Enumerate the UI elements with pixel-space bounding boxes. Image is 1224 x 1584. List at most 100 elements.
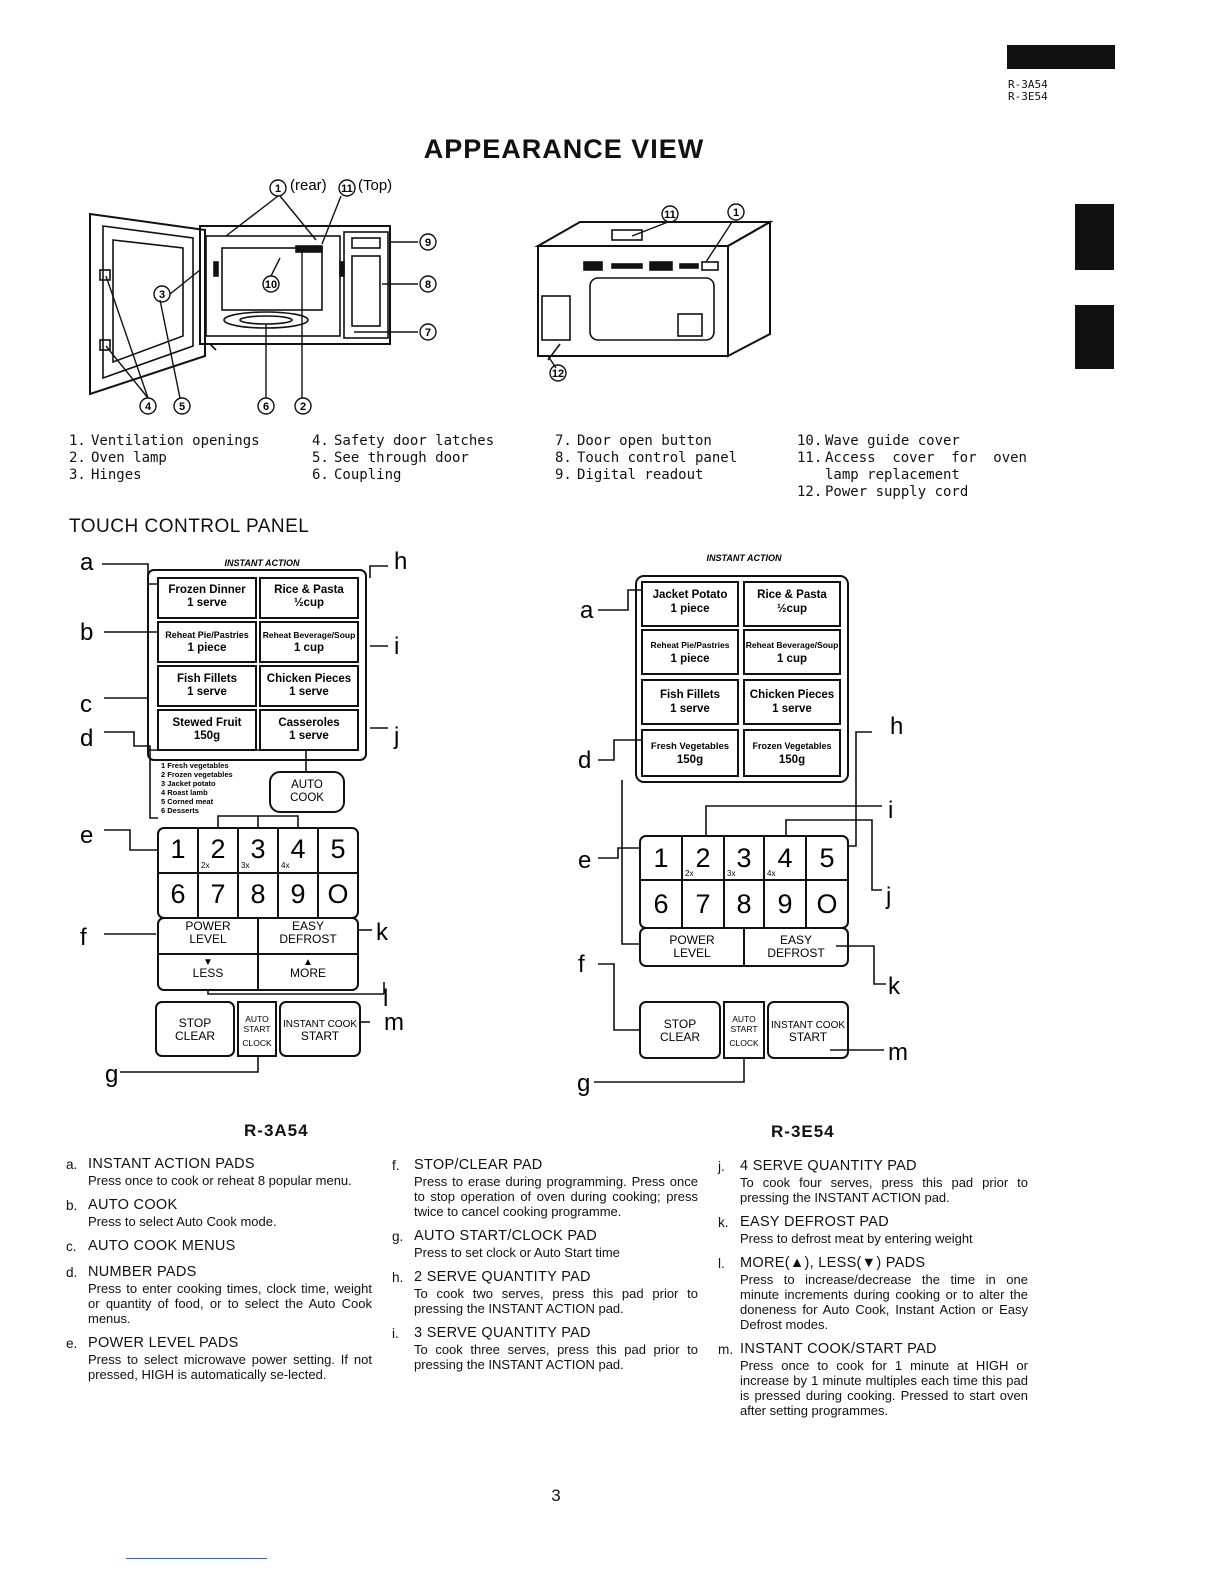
diagram-label: Reheat Beverage/Soup [746,640,839,650]
legend-item: 10.Wave guide cover [797,433,960,449]
diagram-label: POWER [185,919,231,933]
instant-cook-start-pad-right [767,1001,849,1059]
diagram-label: AUTO [245,1014,269,1024]
diagram-label: 4x [767,869,775,878]
callout-7: 7 [419,323,437,341]
diagram-label: 150g [194,730,220,742]
callout-12: 12 [549,364,567,382]
diagram-label: Frozen Dinner [168,584,246,596]
diagram-label: g [577,1070,590,1097]
diagram-label: LESS [193,966,224,980]
diagram-label: f [80,924,87,951]
diagram-label: 1 serve [772,703,812,715]
diagram-label: Fish Fillets [177,673,237,685]
diagram-label: m [888,1039,908,1066]
model-code: R-3A54 [1008,78,1048,91]
right-food-pads [641,581,841,777]
diagram-label: f [578,951,585,978]
diagram-label: 1 [733,207,739,219]
diagram-label: a [80,549,94,576]
legend-col-1: 1.Ventilation openings 2.Oven lamp 3.Hin… [69,433,299,484]
diagram-label: AUTO [291,779,323,791]
legend-item: 9.Digital readout [555,467,704,483]
diagram-label: 1 serve [187,686,227,698]
diagram-label: d [578,747,591,774]
right-leader-lines [594,589,886,1083]
right-multipliers: 2x 3x 4x [685,869,775,878]
diagram-label: 6 [263,401,269,413]
diagram-label: e [578,847,591,874]
diagram-label: Reheat Pie/Pastries [651,640,730,650]
diagram-label: EASY [780,933,812,947]
diagram-label: 2 [300,401,306,413]
callout-1-rear-view: 1 [727,203,745,221]
diagram-label: 1 serve [289,686,329,698]
diagram-label: 5 Corned meat [161,797,214,806]
diagram-label: 8 [250,879,265,909]
diagram-label: h [890,713,903,740]
diagram-label: 8 [425,279,431,291]
diagram-label: j [885,883,891,910]
diagram-label: START [789,1030,828,1044]
legend-item: 2.Oven lamp [69,450,167,466]
diagram-label: 7 [210,879,225,909]
diagram-label: DEFROST [767,946,825,960]
front-oven-leaders [105,195,418,399]
diagram-label: STOP [179,1016,211,1030]
diagram-label: 5 [330,834,345,864]
legend-item: 6.Coupling [312,467,402,483]
less-arrow-icon: ▼ [203,957,213,968]
diagram-label: Fish Fillets [660,689,720,701]
legend-col-3: 7.Door open button 8.Touch control panel… [555,433,785,484]
diagram-label: 5 [179,401,185,413]
diagram-label: c [80,691,92,718]
diagram-label: Chicken Pieces [267,673,351,685]
diagram-label: INSTANT ACTION [707,553,782,563]
diagram-label: POWER [669,933,715,947]
diagram-label: i [888,797,893,824]
side-tab-lower [1075,305,1114,369]
footer-rule [126,1558,267,1559]
rear-oven-leaders [547,221,733,369]
left-leader-lines [102,563,388,1073]
diagram-label: 2 [210,834,225,864]
header-black-bar [1007,45,1115,69]
diagram-label: EASY [292,919,324,933]
diagram-label: Reheat Beverage/Soup [263,630,356,640]
diagram-label: i [394,633,399,660]
diagram-label: 1 serve [187,597,227,609]
diagram-label: 12 [552,368,564,380]
diagram-label: Frozen Vegetables [752,741,831,751]
diagram-label: 3 Jacket potato [161,779,216,788]
diagram-label: Reheat Pie/Pastries [165,630,249,640]
diagram-label: 2x [201,861,209,870]
legend-item: 5.See through door [312,450,469,466]
diagram-label: 11 [664,209,676,221]
diagram-label: 6 Desserts [161,806,199,815]
diagram-label: 1 cup [294,642,324,654]
diagram-label: ½cup [294,597,324,609]
diagram-label: 8 [736,889,751,919]
diagram-label: START [301,1029,340,1043]
callout-circles: 1 11 9 8 7 3 10 4 5 6 2 11 1 12 [139,179,745,415]
diagram-label: Jacket Potato [653,589,728,601]
diagram-label: j [393,723,399,750]
diagram-label: 1 [275,183,281,195]
diagram-label: 4x [281,861,289,870]
front-oven-drawing [89,212,391,396]
diagram-label: 2 [695,843,710,873]
diagram-label: O [816,889,837,919]
diagram-label: Rice & Pasta [757,589,827,601]
